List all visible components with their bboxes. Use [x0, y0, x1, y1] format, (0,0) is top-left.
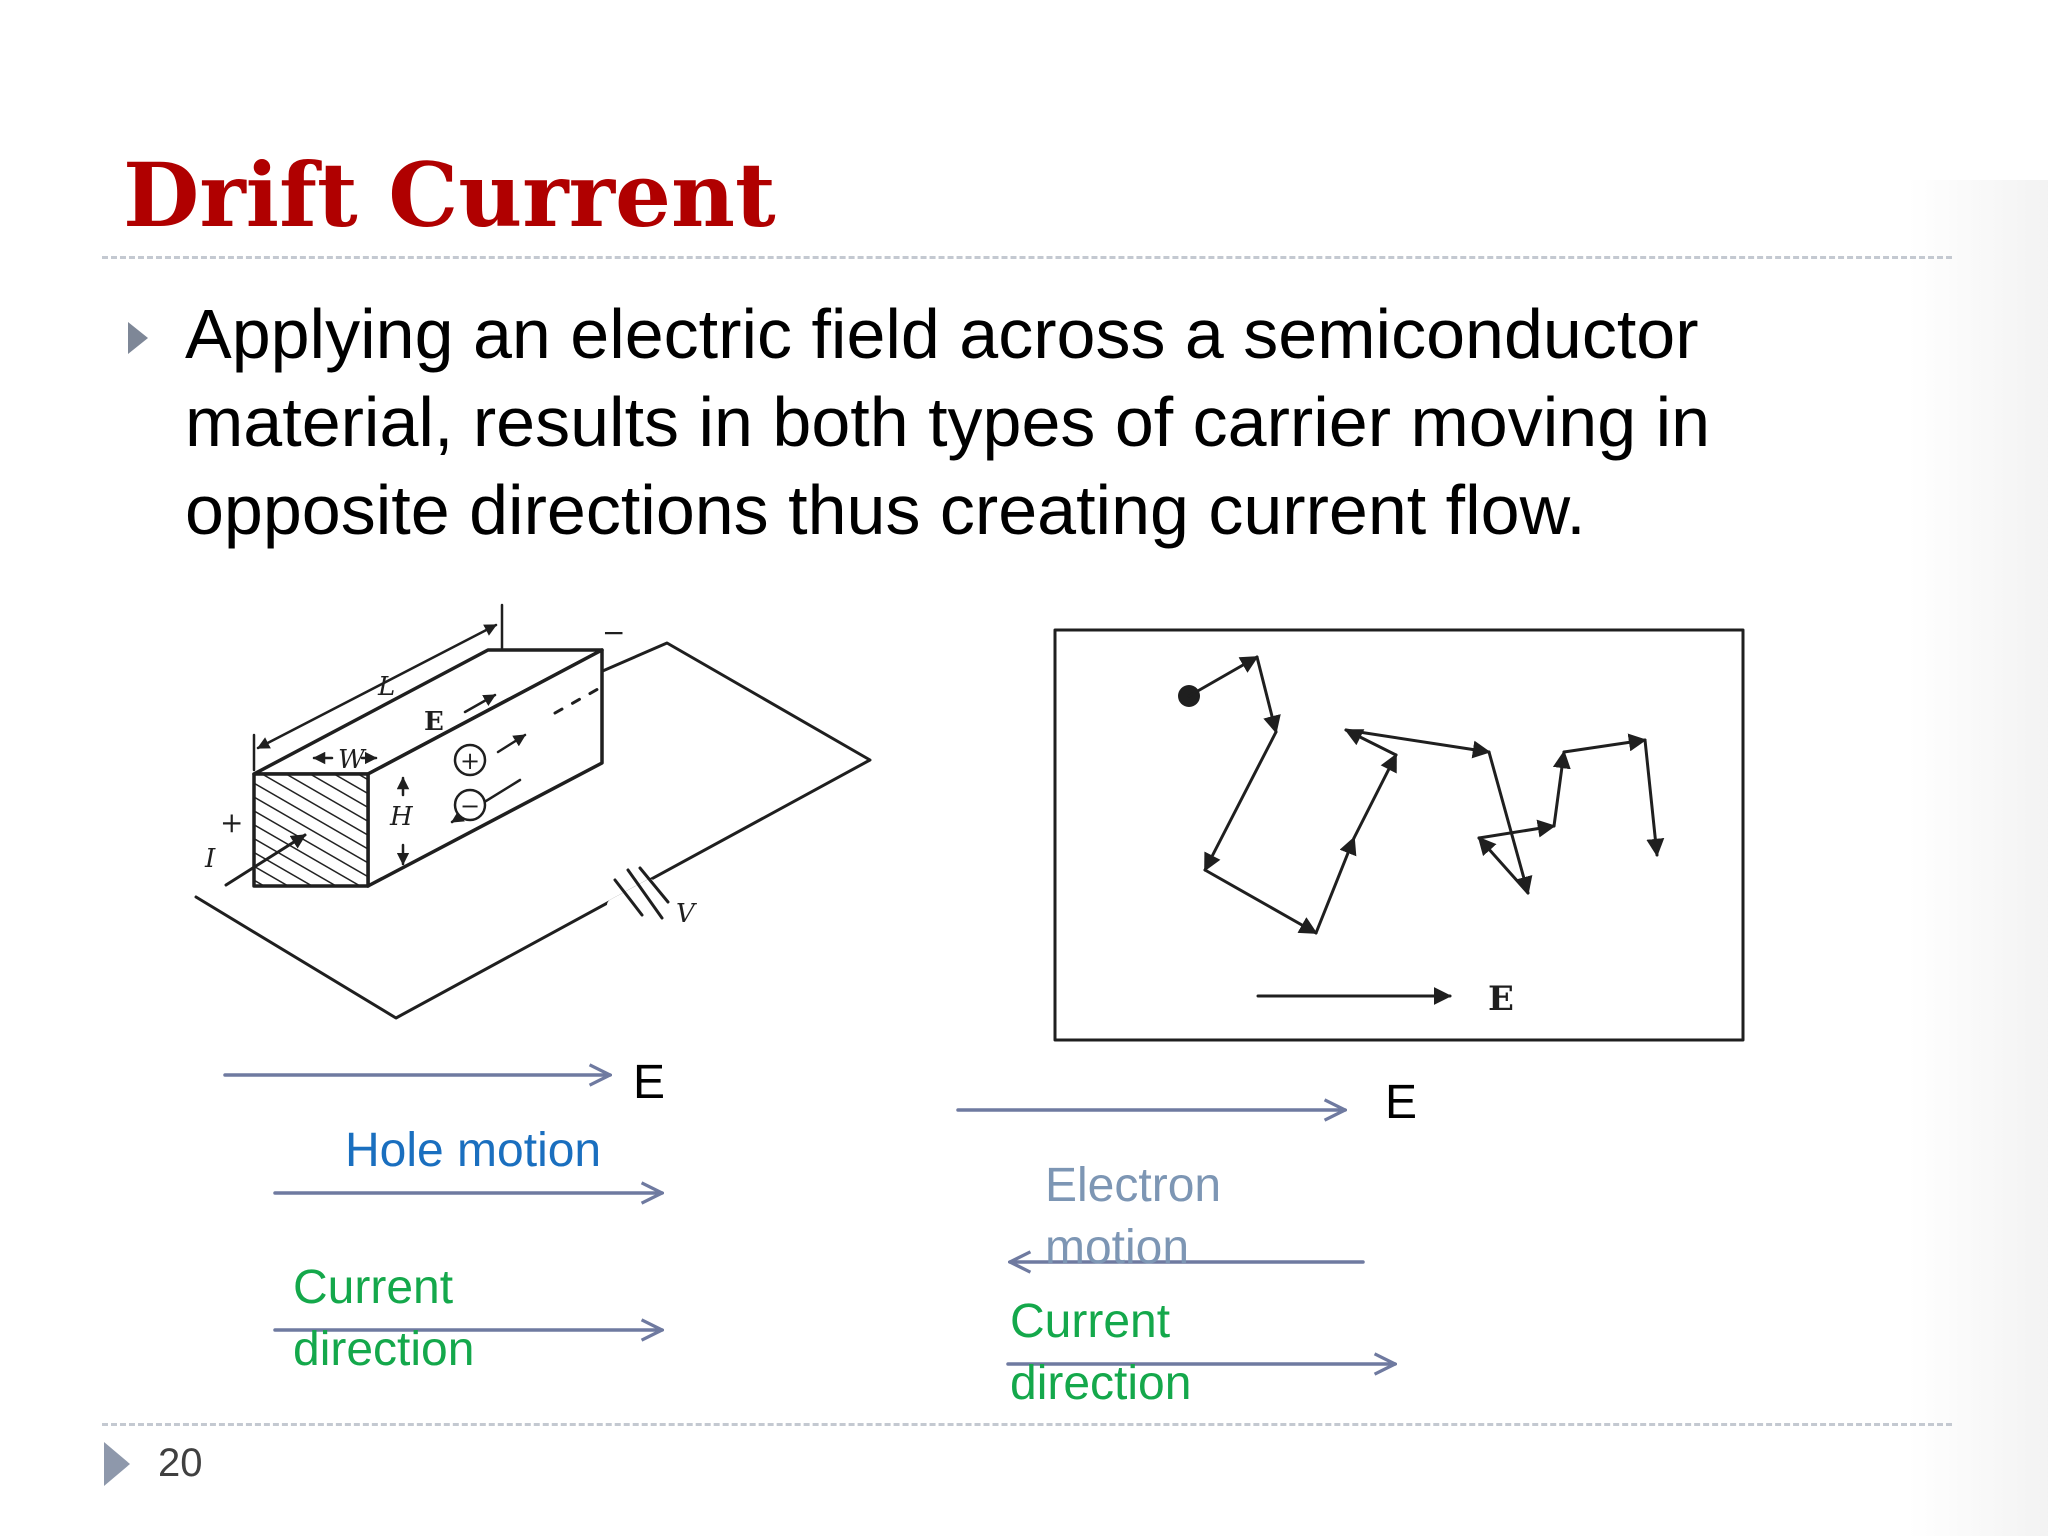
svg-text:−: − — [460, 792, 480, 820]
circuit-wire — [194, 641, 872, 1020]
bar-front-face — [252, 772, 370, 888]
label-e-bold: E — [424, 707, 444, 737]
slide-title: Drift Current — [123, 143, 776, 247]
label-voltage-v: V — [676, 899, 697, 929]
background-fade — [1908, 180, 2048, 1536]
bullet-line-2: material, results in both types of carri… — [185, 383, 1711, 461]
svg-text:+: + — [460, 747, 480, 775]
label-plus: + — [220, 806, 243, 839]
battery-symbol — [613, 866, 670, 920]
electron-symbol: − — [453, 788, 487, 822]
left-current-label-line1: Current — [293, 1261, 454, 1314]
left-field-label: E — [633, 1056, 666, 1109]
right-current-label-line2: direction — [1010, 1357, 1192, 1410]
hole-symbol: + — [453, 743, 487, 777]
bar-end-dashes — [553, 687, 600, 715]
label-minus: − — [602, 616, 625, 649]
electron-motion-label-line1: Electron — [1045, 1159, 1222, 1212]
title-divider — [102, 256, 1952, 259]
current-arrow — [224, 833, 307, 887]
hole-motion-label: Hole motion — [345, 1124, 602, 1177]
length-dimension — [252, 603, 504, 772]
bullet-text: Applying an electric field across a semi… — [185, 290, 1885, 554]
bullet-line-1: Applying an electric field across a semi… — [185, 295, 1699, 373]
page-number: 20 — [158, 1441, 203, 1485]
right-field-label: E — [1385, 1076, 1418, 1129]
random-walk-figure: E — [1053, 628, 1745, 1042]
field-e-arrow — [463, 693, 497, 714]
label-current-i: I — [204, 844, 216, 874]
bullet-line-3: opposite directions thus creating curren… — [185, 471, 1586, 549]
bullet-arrow-icon — [128, 322, 148, 354]
footer-divider — [102, 1423, 1952, 1426]
hole-drift-arrow — [496, 733, 527, 754]
random-walk-frame — [1053, 628, 1745, 1042]
label-w: W — [338, 745, 367, 775]
semiconductor-bar-figure: + − L W H E I + − V — [194, 603, 872, 1020]
footer-triangle-icon — [104, 1442, 130, 1486]
label-l: L — [377, 672, 395, 702]
electron-motion-label-line2: motion — [1045, 1221, 1190, 1274]
left-current-label-line2: direction — [293, 1323, 475, 1376]
random-walk-path — [1187, 655, 1665, 935]
right-current-label-line1: Current — [1010, 1295, 1171, 1348]
label-h: H — [389, 802, 414, 832]
field-label-e: E — [1488, 979, 1514, 1019]
